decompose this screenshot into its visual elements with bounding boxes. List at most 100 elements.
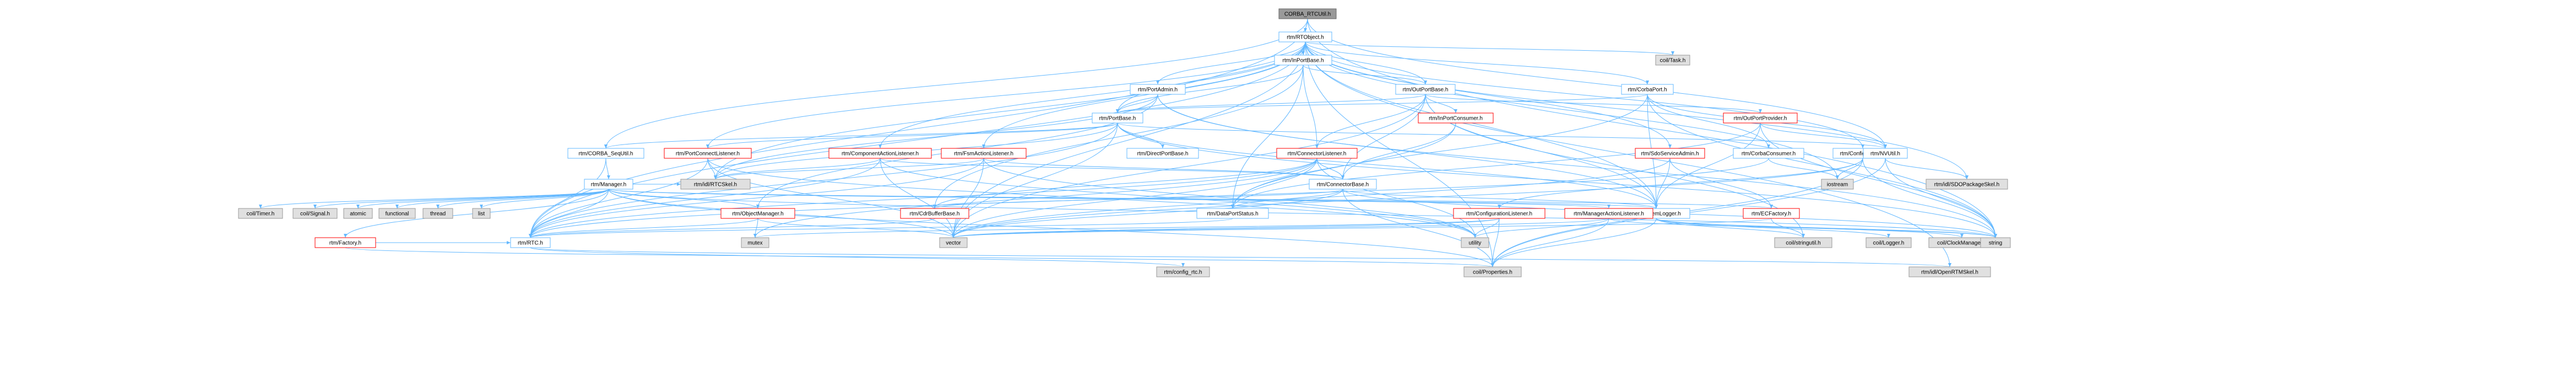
node-box	[314, 237, 376, 248]
node-portadmin[interactable]: rtm/PortAdmin.h	[1130, 84, 1186, 95]
node-objectmanager[interactable]: rtm/ObjectManager.h	[720, 208, 795, 219]
node-box	[1926, 179, 2008, 190]
edge-manager-to-ecfactory	[608, 189, 1773, 209]
node-configurationlistener[interactable]: rtm/ConfigurationListener.h	[1453, 208, 1545, 219]
node-connectorbase[interactable]: rtm/ConnectorBase.h	[1309, 179, 1377, 190]
edge-nvutil-to-sdopackage	[1885, 158, 1968, 180]
edge-outportbase-to-vector	[952, 94, 1426, 238]
node-inportbase[interactable]: rtm/InPortBase.h	[1274, 55, 1332, 66]
node-coilstringutil: coil/stringutil.h	[1774, 237, 1832, 248]
node-box	[1635, 148, 1705, 159]
edge-sdoservicea-to-systemlogger	[1655, 158, 1671, 209]
edge-portbase-to-rtc	[529, 122, 1118, 238]
edge-inportconsumer-to-connectorbase	[1341, 122, 1456, 180]
edge-complistener-to-connectorbase	[880, 158, 1344, 180]
node-fsmlistener[interactable]: rtm/FsmActionListener.h	[941, 148, 1027, 159]
node-label: rtm/DirectPortBase.h	[1137, 151, 1189, 157]
edge-configurationlistener-to-vector	[952, 218, 1500, 238]
edge-corbaconsumer-to-iostream	[1768, 158, 1839, 180]
node-corbaconsumer[interactable]: rtm/CorbaConsumer.h	[1733, 148, 1804, 159]
node-ecfactory[interactable]: rtm/ECFactory.h	[1743, 208, 1800, 219]
node-cdrbufferbase[interactable]: rtm/CdrBufferBase.h	[900, 208, 969, 219]
node-label: list	[478, 211, 485, 217]
edge-dataportstatus-to-rtc	[529, 218, 1233, 238]
edge-connectorbase-to-cdrbufferbase	[933, 189, 1343, 209]
node-rtobject[interactable]: rtm/RTObject.h	[1278, 31, 1332, 42]
node-layer: CORBA_RTCUtil.h rtm/RTObject.h coil/Task.h…	[238, 8, 2011, 277]
node-box	[1278, 31, 1332, 42]
node-sdoservicea[interactable]: rtm/SdoServiceAdmin.h	[1635, 148, 1705, 159]
node-box	[664, 148, 752, 159]
node-complistener[interactable]: rtm/ComponentActionListener.h	[828, 148, 932, 159]
edge-rtc-to-openrtm	[530, 247, 1951, 267]
node-box	[941, 148, 1027, 159]
edge-connectorbase-to-systemlogger	[1342, 189, 1658, 209]
node-coretask: coil/Task.h	[1655, 55, 1690, 66]
node-rtc[interactable]: rtm/RTC.h	[510, 237, 551, 248]
node-label: coil/Properties.h	[1473, 270, 1512, 276]
edge-portbase-to-string	[1117, 122, 1997, 238]
edge-rtobject-to-fsmlistener	[982, 41, 1306, 149]
node-portbase[interactable]: rtm/PortBase.h	[1092, 113, 1143, 124]
edge-layer	[259, 18, 1997, 267]
edge-rtobject-to-idlrtc	[714, 41, 1306, 180]
edge-ecfactory-to-coilstringutil	[1771, 218, 1805, 238]
edge-outportprovider-to-dataportstatus	[1231, 122, 1761, 209]
node-label: rtm/ConfigurationListener.h	[1466, 211, 1532, 217]
node-factory[interactable]: rtm/Factory.h	[314, 237, 376, 248]
node-corbaseq[interactable]: rtm/CORBA_SeqUtil.h	[567, 148, 644, 159]
edge-manager-to-list	[480, 189, 609, 209]
edge-portbase-to-systemlogger	[1117, 122, 1658, 209]
edge-corbaseq-to-rtc	[529, 158, 606, 238]
node-box	[422, 208, 453, 219]
node-directportbase[interactable]: rtm/DirectPortBase.h	[1126, 148, 1199, 159]
node-corbaport[interactable]: rtm/CorbaPort.h	[1621, 84, 1674, 95]
edge-portbase-to-corbaseq	[604, 122, 1118, 149]
node-manager[interactable]: rtm/Manager.h	[584, 179, 633, 190]
node-dataportstatus[interactable]: rtm/DataPortStatus.h	[1196, 208, 1269, 219]
edge-connectorlistener-to-utility	[1316, 158, 1477, 238]
node-box	[1309, 179, 1377, 190]
node-box	[680, 179, 751, 190]
edge-corbaconsumer-to-rtc	[529, 158, 1769, 238]
edge-manager-to-functional	[395, 189, 609, 209]
edge-outportbase-to-connectorlistener	[1315, 94, 1426, 149]
node-connectorlistener[interactable]: rtm/ConnectorListener.h	[1276, 148, 1358, 159]
node-mutex: mutex	[741, 237, 769, 248]
edge-connectorbase-to-vector	[952, 189, 1343, 238]
node-box	[900, 208, 969, 219]
node-outportbase[interactable]: rtm/OutPortBase.h	[1395, 84, 1456, 95]
node-label: rtm/OutPortProvider.h	[1734, 116, 1787, 122]
edge-configurationlistener-to-coilproperties	[1491, 218, 1500, 267]
edge-connectorbase-to-coilproperties	[1342, 189, 1494, 267]
node-label: atomic	[350, 211, 366, 217]
edge-rtobject-to-corbaport	[1305, 41, 1649, 85]
node-box	[1453, 208, 1545, 219]
node-box	[1196, 208, 1269, 219]
edge-portadmin-to-string	[1157, 94, 1997, 238]
node-openrtm: rtm/idl/OpenRTMSkel.h	[1908, 266, 1991, 277]
edge-manager-to-objectmanager	[608, 189, 760, 209]
edge-configadmin-to-string	[1862, 158, 1997, 238]
edge-rtobject-to-sdopackage	[1305, 41, 1968, 180]
node-label: CORBA_RTCUtil.h	[1284, 12, 1331, 18]
edge-complistener-to-vector	[880, 158, 955, 238]
edge-connectorbase-to-dataportstatus	[1231, 189, 1343, 209]
node-label: rtm/SdoServiceAdmin.h	[1641, 151, 1699, 157]
node-manageractionlistener[interactable]: rtm/ManagerActionListener.h	[1564, 208, 1653, 219]
edge-inportconsumer-to-dataportstatus	[1231, 122, 1456, 209]
edge-sdoservicea-to-vector	[952, 158, 1671, 238]
edge-manager-to-rtc	[529, 189, 609, 238]
node-box	[1092, 113, 1143, 124]
edge-fsmlistener-to-connectorbase	[983, 158, 1344, 180]
node-outportprovider[interactable]: rtm/OutPortProvider.h	[1723, 113, 1798, 124]
edge-connectorlistener-to-vector	[952, 158, 1317, 238]
edge-manageractionlistener-to-coilproperties	[1491, 218, 1609, 267]
node-portconnectlistener[interactable]: rtm/PortConnectListener.h	[664, 148, 752, 159]
node-functional: functional	[378, 208, 416, 219]
node-inportconsumer[interactable]: rtm/InPortConsumer.h	[1418, 113, 1494, 124]
node-corba_rtcutil[interactable]: CORBA_RTCUtil.h	[1278, 8, 1337, 19]
node-box	[1274, 55, 1332, 66]
node-nvutil[interactable]: rtm/NVUtil.h	[1863, 148, 1908, 159]
edge-portbase-to-portconnectlistener	[706, 122, 1118, 149]
